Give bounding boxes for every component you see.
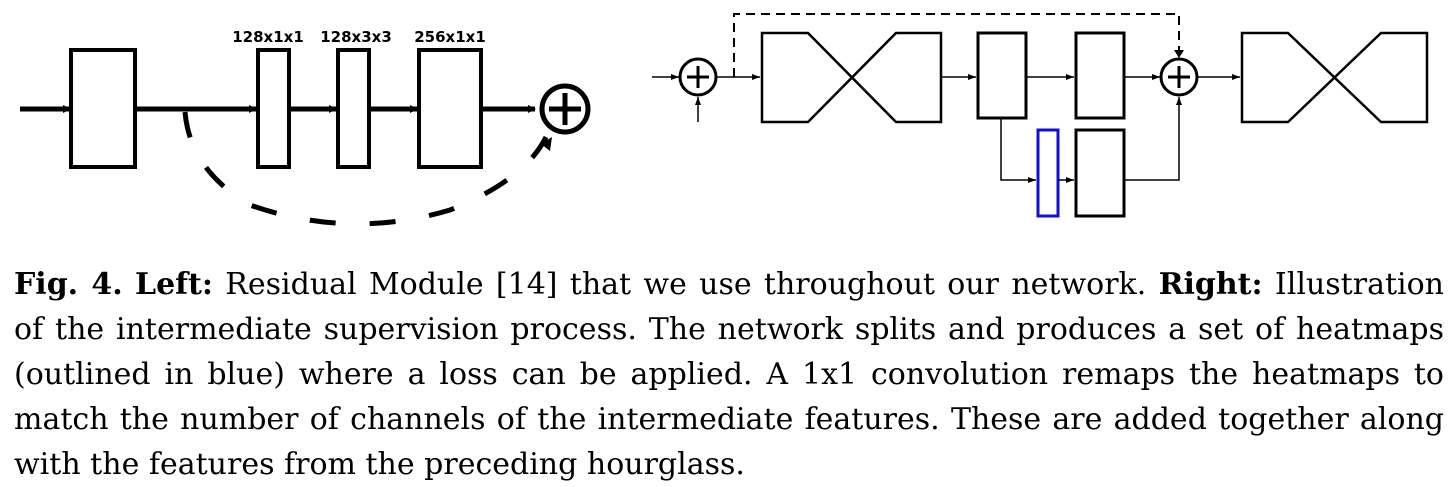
skip-dashed-right [733,13,1180,77]
sum-node-left [539,83,591,135]
figure-caption: Fig. 4. Left: Residual Module [14] that … [14,262,1444,487]
sum-node-right-1 [678,57,718,97]
skip-dashed-arrowhead [1174,50,1184,58]
caption-left-label: Left: [134,267,213,302]
hourglass-1 [760,31,943,124]
conv-block-128x3x3 [336,48,371,169]
intermediate-supervision [652,13,1429,218]
conv-block-top [1074,31,1126,120]
sum-node-right-2 [1159,57,1199,97]
figure-diagram: 128x1x1 128x3x3 256x1x1 [20,13,1429,227]
caption-left-text: Residual Module [14] that we use through… [213,267,1159,302]
skip-connection-dashed [182,111,549,227]
split-path-to-heatmap [1000,118,1036,183]
heatmap-block [1036,128,1060,218]
residual-module: 128x1x1 128x3x3 256x1x1 [20,28,591,227]
hourglass-2 [1240,31,1429,124]
conv-block-128x1x1 [256,48,291,169]
input-block [69,48,137,169]
path-remap-to-sum [1124,97,1182,181]
skip-arrowhead [541,137,552,151]
caption-fig-label: Fig. 4. [14,267,123,302]
label-256x1x1: 256x1x1 [414,28,486,46]
caption-right-label: Right: [1158,267,1263,302]
feature-block [976,31,1028,120]
label-128x3x3: 128x3x3 [320,28,392,46]
conv-block-256x1x1 [417,48,483,169]
caption-right-text: Illus­tration of the intermediate superv… [14,267,1445,482]
label-128x1x1: 128x1x1 [232,28,304,46]
remap-conv-block [1074,128,1126,218]
